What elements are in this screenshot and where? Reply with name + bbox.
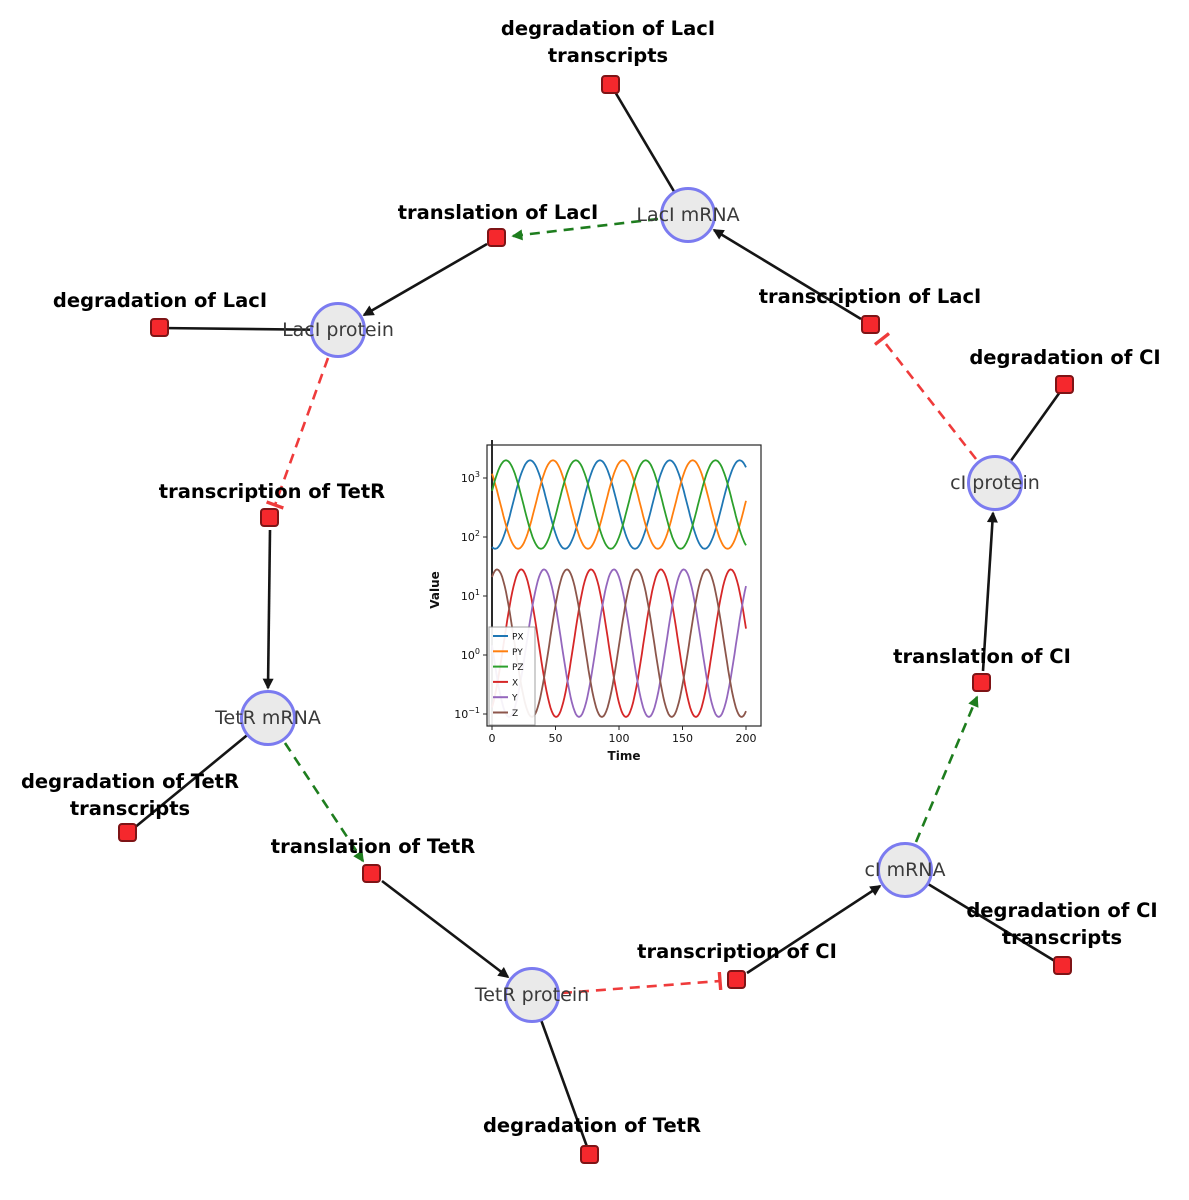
- edge-translation-tetr-to-tetr-protein: [381, 879, 510, 979]
- edge-transcription-tetr-to-tetr-mrna: [262, 529, 274, 690]
- reaction-label-degradation-ci-transcripts: degradation of CI transcripts: [966, 899, 1158, 949]
- svg-text:Y: Y: [511, 694, 518, 704]
- reaction-node-degradation-ci: [1055, 375, 1074, 394]
- reaction-label-degradation-tetr: degradation of TetR: [482, 1114, 702, 1137]
- reaction-label-translation-laci: translation of LacI: [397, 201, 599, 224]
- svg-text:50: 50: [549, 732, 563, 745]
- svg-text:102: 102: [461, 529, 480, 544]
- edge-ci-mrna-modifier-translation: [914, 695, 979, 843]
- edge-tetr-protein-inhibits-ci-transcription: [561, 971, 723, 995]
- species-label-ci-mrna: cI mRNA: [864, 859, 946, 881]
- svg-text:100: 100: [609, 732, 630, 745]
- svg-text:PZ: PZ: [512, 663, 524, 673]
- svg-text:Z: Z: [512, 709, 518, 719]
- edge-transcription-laci-to-laci-mrna: [712, 228, 862, 321]
- reaction-node-degradation-ci-transcripts: [1053, 956, 1072, 975]
- reaction-node-degradation-laci: [150, 318, 169, 337]
- species-node-tetr-mrna: [240, 690, 296, 746]
- species-label-ci-protein: cI protein: [950, 472, 1040, 494]
- reaction-node-degradation-tetr: [580, 1145, 599, 1164]
- species-node-laci-mrna: [660, 187, 716, 243]
- reaction-label-degradation-laci-transcripts: degradation of LacI transcripts: [500, 17, 716, 67]
- reaction-label-degradation-tetr-transcripts: degradation of TetR transcripts: [20, 770, 240, 820]
- edge-tetr-protein-to-degradation: [530, 994, 592, 1156]
- reaction-label-degradation-laci: degradation of LacI: [52, 289, 268, 312]
- edge-translation-ci-to-ci-protein: [981, 511, 998, 672]
- edge-transcription-ci-to-ci-mrna: [746, 884, 882, 975]
- reaction-node-degradation-laci-transcripts: [601, 75, 620, 94]
- svg-text:PX: PX: [512, 633, 524, 643]
- svg-text:100: 100: [461, 647, 480, 662]
- edge-translation-laci-to-laci-protein: [362, 242, 488, 317]
- reaction-node-translation-laci: [487, 228, 506, 247]
- svg-text:Time: Time: [608, 749, 641, 763]
- reaction-label-transcription-ci: transcription of CI: [637, 940, 837, 963]
- edge-laci-protein-inhibits-tetr-transcription: [265, 357, 330, 510]
- edge-tetr-mrna-to-degradation-transcripts: [127, 716, 269, 835]
- reaction-node-degradation-tetr-transcripts: [118, 823, 137, 842]
- reaction-label-transcription-tetr: transcription of TetR: [158, 480, 386, 503]
- svg-text:101: 101: [461, 588, 480, 603]
- species-label-tetr-protein: TetR protein: [474, 984, 590, 1006]
- svg-text:200: 200: [736, 732, 757, 745]
- species-node-tetr-protein: [504, 967, 560, 1023]
- svg-text:X: X: [512, 678, 518, 688]
- svg-text:150: 150: [672, 732, 693, 745]
- reaction-label-degradation-ci: degradation of CI: [969, 346, 1161, 369]
- edge-laci-protein-to-degradation: [159, 326, 339, 332]
- svg-text:0: 0: [489, 732, 496, 745]
- species-label-laci-mrna: LacI mRNA: [636, 204, 740, 226]
- edge-tetr-mrna-modifier-translation: [283, 742, 365, 863]
- reaction-node-translation-ci: [972, 673, 991, 692]
- svg-text:Value: Value: [428, 571, 442, 609]
- species-label-tetr-mrna: TetR mRNA: [215, 707, 321, 729]
- svg-text:PY: PY: [512, 648, 523, 658]
- edge-ci-mrna-to-degradation-transcripts: [904, 868, 1064, 968]
- species-node-ci-mrna: [877, 842, 933, 898]
- svg-text:10−1: 10−1: [454, 706, 480, 721]
- reaction-label-translation-ci: translation of CI: [893, 645, 1071, 668]
- reaction-node-transcription-tetr: [260, 508, 279, 527]
- species-label-laci-protein: LacI protein: [282, 319, 394, 341]
- reaction-node-transcription-laci: [861, 315, 880, 334]
- edge-laci-mrna-modifier-translation: [511, 217, 659, 241]
- species-node-laci-protein: [310, 302, 366, 358]
- reaction-label-transcription-laci: transcription of LacI: [758, 285, 982, 308]
- svg-text:103: 103: [461, 470, 480, 485]
- edge-ci-protein-inhibits-laci-transcription: [873, 332, 978, 460]
- species-node-ci-protein: [967, 455, 1023, 511]
- reaction-label-translation-tetr: translation of TetR: [270, 835, 476, 858]
- reaction-node-transcription-ci: [727, 970, 746, 989]
- reaction-node-translation-tetr: [362, 864, 381, 883]
